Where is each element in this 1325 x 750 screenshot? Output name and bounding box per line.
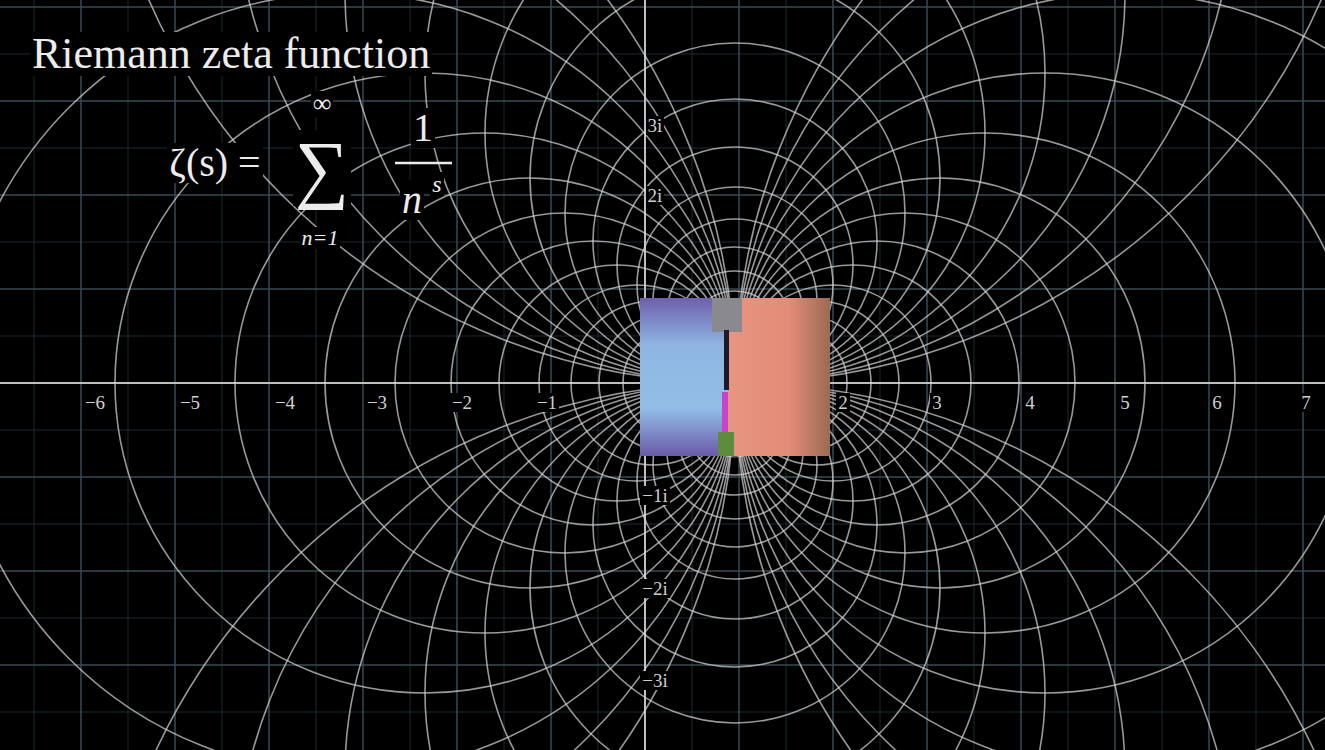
grid-line [456, 0, 458, 750]
sum-lower: n=1 [300, 227, 341, 249]
color-patch [640, 298, 830, 456]
grid-line [504, 0, 505, 750]
denominator: n [400, 180, 424, 220]
axis-number: 4 [1023, 393, 1037, 412]
axis-number: 2i [646, 186, 665, 205]
patch-grey [712, 298, 742, 332]
grid-line [1020, 0, 1022, 750]
axis-number: −6 [83, 393, 107, 412]
grid-line [926, 0, 928, 750]
mapped-line [425, 0, 1045, 383]
axis-number: −1i [640, 486, 670, 505]
grid-line [174, 0, 176, 750]
grid-line [0, 618, 1325, 619]
grid-line [128, 0, 129, 750]
mapped-line [115, 73, 735, 693]
axis-number: −1 [535, 393, 559, 412]
grid-line [0, 712, 1325, 713]
axis-number: −3i [640, 671, 670, 690]
grid-line [0, 6, 1325, 8]
title: Riemann zeta function [30, 32, 432, 76]
axis-number: −4 [273, 393, 297, 412]
mapped-line [0, 0, 735, 750]
grid-line [1256, 0, 1257, 750]
mapped-line [565, 43, 905, 383]
mapped-line [499, 265, 735, 501]
axis-number: −5 [178, 393, 202, 412]
mapped-line [0, 0, 735, 750]
grid-line [0, 524, 1325, 525]
grid-line [80, 0, 82, 750]
axis-number: 3 [930, 393, 944, 412]
axis-number: −2 [450, 393, 474, 412]
axis-number: 2 [836, 393, 850, 412]
patch-magenta [722, 392, 728, 432]
sum-upper: ∞ [311, 91, 334, 117]
mapped-line [235, 133, 735, 633]
grid-line [1114, 0, 1116, 750]
mapped-line [485, 0, 985, 383]
patch-streak [724, 330, 729, 390]
axis-number: −2i [640, 579, 670, 598]
axis-number: 6 [1210, 393, 1224, 412]
axis-number: −3 [365, 393, 389, 412]
formula-lhs: ζ(s) = [167, 143, 262, 183]
grid-line [0, 664, 1325, 666]
grid-line [222, 0, 223, 750]
grid-line [974, 0, 975, 750]
mapped-line [530, 0, 940, 383]
grid-line [1208, 0, 1210, 750]
mapped-line [539, 285, 735, 481]
grid-line [34, 0, 35, 750]
grid-line [268, 0, 270, 750]
axis-number: 5 [1118, 393, 1132, 412]
patch-right [728, 298, 830, 456]
mapped-line [0, 0, 735, 750]
grid-line [1302, 0, 1304, 750]
grid-line [0, 100, 1325, 102]
grid-line [1068, 0, 1069, 750]
mapped-line [325, 178, 735, 588]
axis-number: 7 [1299, 393, 1313, 412]
fraction-bar [395, 162, 452, 165]
grid-line [0, 242, 1325, 243]
mapped-line [395, 213, 735, 553]
sum-sign: ∑ [293, 130, 351, 206]
grid-line [1162, 0, 1163, 750]
exponent: s [430, 172, 443, 196]
mapped-line [345, 0, 1125, 383]
numerator: 1 [411, 108, 435, 148]
axis-number: 3i [646, 116, 665, 135]
grid-line [880, 0, 881, 750]
grid-line [550, 0, 552, 750]
patch-green [718, 432, 734, 456]
mapped-line [451, 241, 735, 525]
